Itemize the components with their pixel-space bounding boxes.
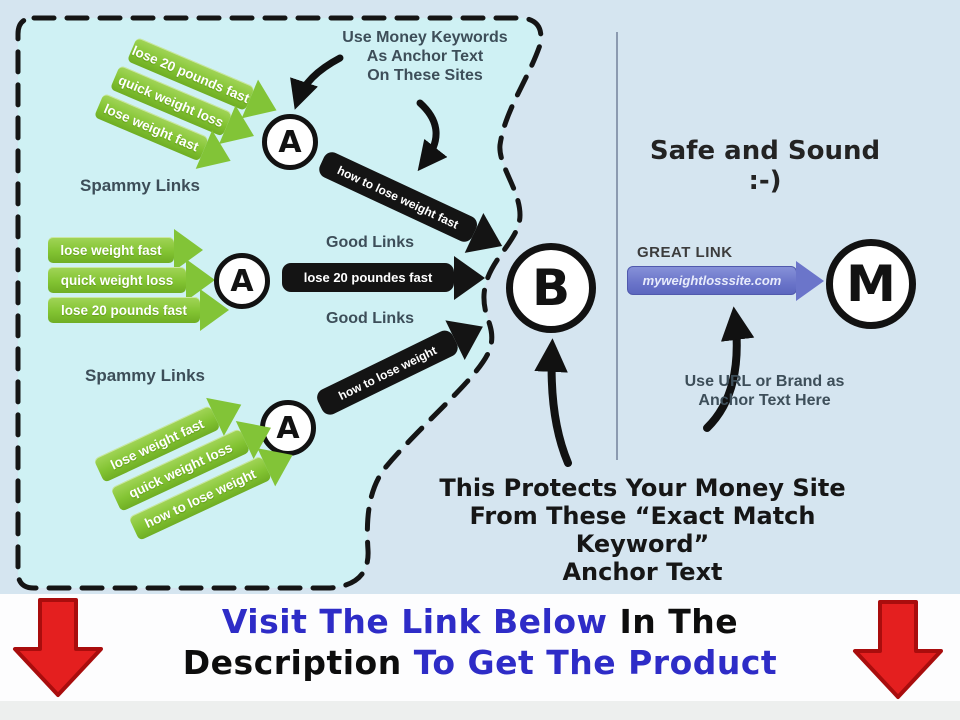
banner-line2-black: Description xyxy=(182,643,402,682)
note-line: On These Sites xyxy=(367,67,483,84)
site-a-node: A xyxy=(214,253,270,309)
good-links-label: Good Links xyxy=(326,310,414,327)
green-keyword-arrow: lose weight fast xyxy=(48,237,174,263)
site-a-node: A xyxy=(262,114,318,170)
green-keyword-arrow: quick weight loss xyxy=(48,267,186,293)
money-keywords-note: Use Money Keywords As Anchor Text On The… xyxy=(330,28,520,85)
curved-arrow-from-keywords-note-icon xyxy=(416,99,448,172)
curved-arrow-to-site-b-icon xyxy=(534,338,572,467)
note-line: From These “Exact Match Keyword” xyxy=(469,502,816,558)
note-line: Anchor Text Here xyxy=(698,392,831,409)
banner-text: Visit The Link Below In The Description To… xyxy=(110,601,850,683)
great-link-label: GREAT LINK xyxy=(637,244,733,261)
safe-and-sound-title: Safe and Sound :-) xyxy=(649,136,881,196)
spammy-links-label: Spammy Links xyxy=(85,366,205,385)
protection-note: This Protects Your Money Site From These… xyxy=(420,474,865,586)
red-down-arrow-icon xyxy=(13,598,103,697)
black-anchor-arrow: lose 20 poundes fast xyxy=(282,263,454,292)
banner-line2-blue: To Get The Product xyxy=(413,643,778,682)
curved-arrow-to-site-a-icon xyxy=(290,54,344,110)
banner-line-2: Description To Get The Product xyxy=(110,642,850,683)
red-down-arrow-icon xyxy=(853,600,943,699)
site-b-node: B xyxy=(506,243,596,333)
banner-line1-blue: Visit The Link Below xyxy=(221,602,608,641)
note-line: This Protects Your Money Site xyxy=(439,474,846,502)
note-line: As Anchor Text xyxy=(366,48,484,65)
spammy-links-label: Spammy Links xyxy=(80,176,200,195)
note-line: Use URL or Brand as xyxy=(684,373,845,390)
banner-line1-black: In The xyxy=(619,602,739,641)
note-line: Anchor Text xyxy=(562,558,723,586)
green-keyword-arrow: lose 20 pounds fast xyxy=(48,297,200,323)
bottom-banner xyxy=(0,594,960,701)
money-site-m-node: M xyxy=(826,239,916,329)
note-line: Use Money Keywords xyxy=(342,29,508,46)
url-anchor-note: Use URL or Brand as Anchor Text Here xyxy=(672,372,857,410)
curved-arrow-to-blue-arrow-icon xyxy=(703,306,755,432)
banner-line-1: Visit The Link Below In The xyxy=(110,601,850,642)
good-links-label: Good Links xyxy=(326,234,414,251)
brand-url-arrow: myweightlosssite.com xyxy=(627,266,797,295)
bottom-strip xyxy=(0,701,960,720)
